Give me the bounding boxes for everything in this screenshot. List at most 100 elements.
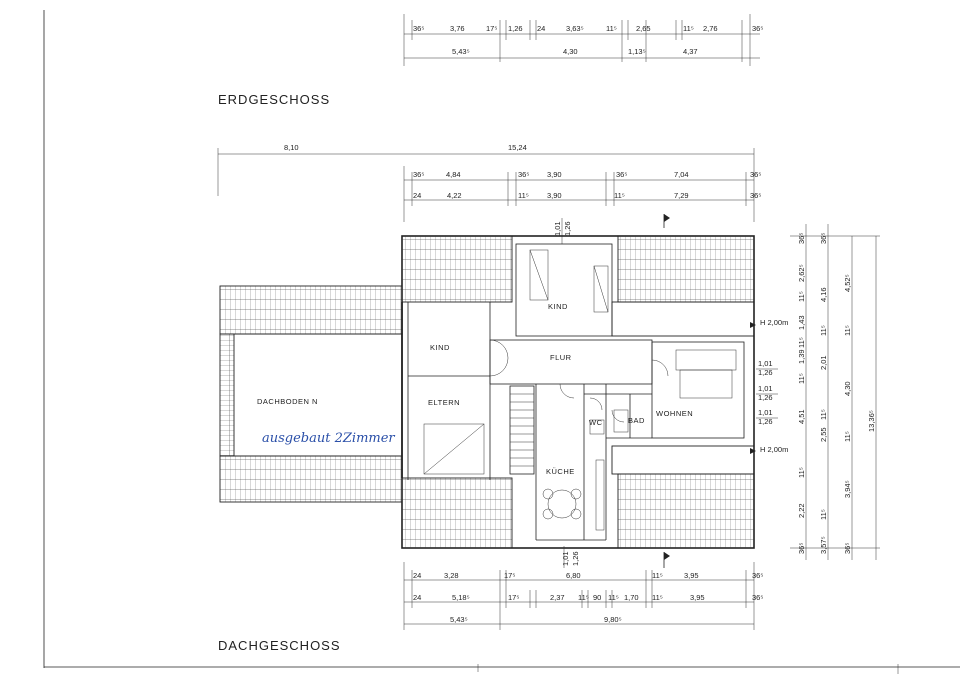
dim-text: 1,70 [624, 593, 639, 602]
room-label-wc: WC [589, 418, 603, 427]
dim-text: 11⁵ [652, 593, 663, 602]
dim-text: 4,22 [447, 191, 462, 200]
right-dimension-block: 36⁵ 2,62⁵ 11⁵ 1,43 11⁵ 1,39 11⁵ 4,51 11⁵… [790, 224, 880, 560]
dim-text: 1,01 [758, 359, 773, 368]
dim-text: 3,76 [450, 24, 465, 33]
dim-text: 36⁵ [750, 191, 761, 200]
dachboden-area: DACHBODEN N ausgebaut 2Zimmer [219, 285, 403, 503]
roof-slope-nw [401, 235, 513, 303]
dim-text: 8,10 [284, 143, 299, 152]
dim-text: 11⁵ [683, 24, 694, 33]
roof-slope-ne [617, 235, 755, 303]
dim-text: 3,95 [690, 593, 705, 602]
dim-text: 1,26 [571, 551, 580, 566]
dim-text: 24 [413, 571, 421, 580]
dining-table [547, 489, 577, 519]
dim-text: 3,28 [444, 571, 459, 580]
dim-text: 11⁵ [843, 325, 852, 336]
section-arrow-icon [664, 552, 670, 560]
height-arrow-icon [750, 322, 756, 328]
dim-text: 36⁵ [752, 593, 763, 602]
bottom-dimension-block: 24 3,28 17⁵ 6,80 11⁵ 3,95 36⁵ 24 5,18⁵ 1… [403, 562, 763, 630]
dim-text: 3,94⁵ [843, 480, 852, 498]
room-label-bad: BAD [628, 416, 645, 425]
dim-text: 1,01 [561, 551, 570, 566]
dim-text: 6,80 [566, 571, 581, 580]
dim-text: 11⁵ [518, 191, 529, 200]
height-mark: H 2,00m [760, 318, 788, 327]
dim-text: 3,95 [684, 571, 699, 580]
dim-text: 11⁵ [797, 373, 806, 384]
room-label-kueche: KÜCHE [546, 467, 575, 476]
dim-text: 36⁵ [797, 543, 806, 554]
height-arrow-icon [750, 448, 756, 454]
dim-text: 3,90 [547, 191, 562, 200]
room-label-dachboden: DACHBODEN N [257, 397, 318, 406]
dim-text: 4,84 [446, 170, 461, 179]
dim-text: 36⁵ [750, 170, 761, 179]
dim-text: 36⁵ [819, 233, 828, 244]
dim-text: 11⁵ [819, 325, 828, 336]
top-dimension-block: 36⁵ 3,76 17⁵ 1,26 24 3,63⁵ 11⁵ 2,65 11⁵ … [403, 14, 763, 66]
dim-text: 4,52⁵ [843, 274, 852, 292]
dim-text: 4,51 [797, 409, 806, 424]
dim-text: 9,80⁵ [604, 615, 622, 624]
dim-text: 1,26 [758, 368, 773, 377]
dim-text: 2,76 [703, 24, 718, 33]
dim-text: 36⁵ [413, 24, 424, 33]
roof-slope-sw [401, 477, 513, 549]
dim-text: 24 [413, 593, 421, 602]
dim-text: 36⁵ [413, 170, 424, 179]
dim-text: 11⁵ [819, 509, 828, 520]
dim-text: 2,65 [636, 24, 651, 33]
title-erdgeschoss: ERDGESCHOSS [218, 92, 330, 107]
dim-text: 4,16 [819, 287, 828, 302]
dim-text: 36⁵ [752, 24, 763, 33]
dim-text: 7,04 [674, 170, 689, 179]
room-label-wohnen: WOHNEN [656, 409, 693, 418]
dim-text: 11⁵ [652, 571, 663, 580]
roof-slope-se [617, 473, 755, 549]
room-label-flur: FLUR [550, 353, 572, 362]
height-mark: H 2,00m [760, 445, 788, 454]
dim-text: 2,37 [550, 593, 565, 602]
room-label-kind: KIND [430, 343, 450, 352]
dim-text: 24 [537, 24, 545, 33]
dim-text: 90 [593, 593, 601, 602]
room-label-eltern: ELTERN [428, 398, 460, 407]
dim-text: 2,55 [819, 427, 828, 442]
dim-text: 36⁵ [843, 543, 852, 554]
dim-text: 11⁵ [614, 191, 625, 200]
dim-text: 11⁵ [606, 24, 617, 33]
dim-text: 36⁵ [752, 571, 763, 580]
dim-text: 7,29 [674, 191, 689, 200]
dim-text: 36⁵ [797, 233, 806, 244]
handwritten-note: ausgebaut 2Zimmer [262, 431, 395, 446]
dim-text: 3,63⁵ [566, 24, 584, 33]
dim-text: 1,39 [797, 349, 806, 364]
dim-text: 15,24 [508, 143, 527, 152]
dim-text: 36⁵ [518, 170, 529, 179]
dim-text: 4,30 [843, 381, 852, 396]
dim-text: 1,01 [758, 408, 773, 417]
dim-text: 36⁵ [616, 170, 627, 179]
dim-text: 11⁵ [578, 593, 589, 602]
room-label-kind: KIND [548, 302, 568, 311]
dim-text: 5,18⁵ [452, 593, 470, 602]
dim-text: 11⁵ [819, 409, 828, 420]
dim-text: 3,57⁵ [819, 536, 828, 554]
dim-text: 13,36⁵ [867, 410, 876, 432]
dim-text: 2,62⁵ [797, 264, 806, 282]
stairs [509, 385, 535, 475]
dim-text: 4,37 [683, 47, 698, 56]
dim-text: 1,01 [553, 221, 562, 236]
dim-text: 3,90 [547, 170, 562, 179]
dim-text: 5,43⁵ [452, 47, 470, 56]
room-walls [407, 243, 745, 541]
dim-text: 1,26 [508, 24, 523, 33]
mid-dimension-block: 8,10 15,24 36⁵ 4,84 36⁵ 3,90 36⁵ 7,04 36… [217, 143, 761, 222]
dim-text: 1,13⁵ [628, 47, 646, 56]
section-arrow-icon [664, 214, 670, 222]
dim-text: 11⁵ [608, 593, 619, 602]
